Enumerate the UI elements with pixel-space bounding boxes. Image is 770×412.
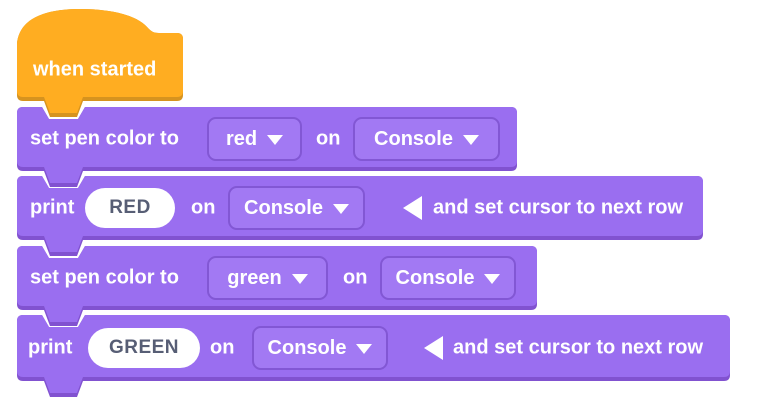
on-label: on <box>343 266 368 289</box>
hat-block-label: when started <box>33 58 157 81</box>
on-label: on <box>316 127 341 150</box>
dropdown-caret-icon <box>356 344 373 354</box>
set-pen-color-label: set pen color to <box>30 266 179 289</box>
dropdown-caret-icon <box>332 204 349 214</box>
pen-color-dropdown[interactable]: green <box>207 256 328 300</box>
when-started-hat-shape[interactable] <box>17 9 183 117</box>
console-target-dropdown[interactable]: Console <box>353 117 500 161</box>
collapse-arrow-icon[interactable] <box>403 196 422 220</box>
on-label: on <box>191 196 216 219</box>
console-target-value: Console <box>374 127 453 150</box>
console-target-value: Console <box>267 336 347 359</box>
print-suffix-label: and set cursor to next row <box>433 196 684 219</box>
dropdown-caret-icon <box>267 135 284 145</box>
dropdown-caret-icon <box>484 274 501 284</box>
console-target-value: Console <box>244 196 323 219</box>
console-target-value: Console <box>395 266 475 289</box>
dropdown-caret-icon <box>291 274 308 284</box>
collapse-arrow-icon[interactable] <box>424 336 443 360</box>
on-label: on <box>210 336 235 359</box>
console-target-dropdown[interactable]: Console <box>380 256 516 300</box>
print-value-text: RED <box>109 197 151 218</box>
console-target-dropdown[interactable]: Console <box>228 186 365 230</box>
dropdown-caret-icon <box>462 135 479 145</box>
print-label: print <box>28 336 73 359</box>
pen-color-value: red <box>225 127 258 150</box>
print-label: print <box>30 196 75 219</box>
print-value-input[interactable]: RED <box>85 188 175 228</box>
set-pen-color-label: set pen color to <box>30 127 179 150</box>
console-target-dropdown[interactable]: Console <box>252 326 388 370</box>
print-value-text: GREEN <box>108 337 180 358</box>
print-suffix-label: and set cursor to next row <box>453 336 704 359</box>
pen-color-value: green <box>227 266 282 289</box>
pen-color-dropdown[interactable]: red <box>207 117 302 161</box>
print-value-input[interactable]: GREEN <box>88 328 200 368</box>
